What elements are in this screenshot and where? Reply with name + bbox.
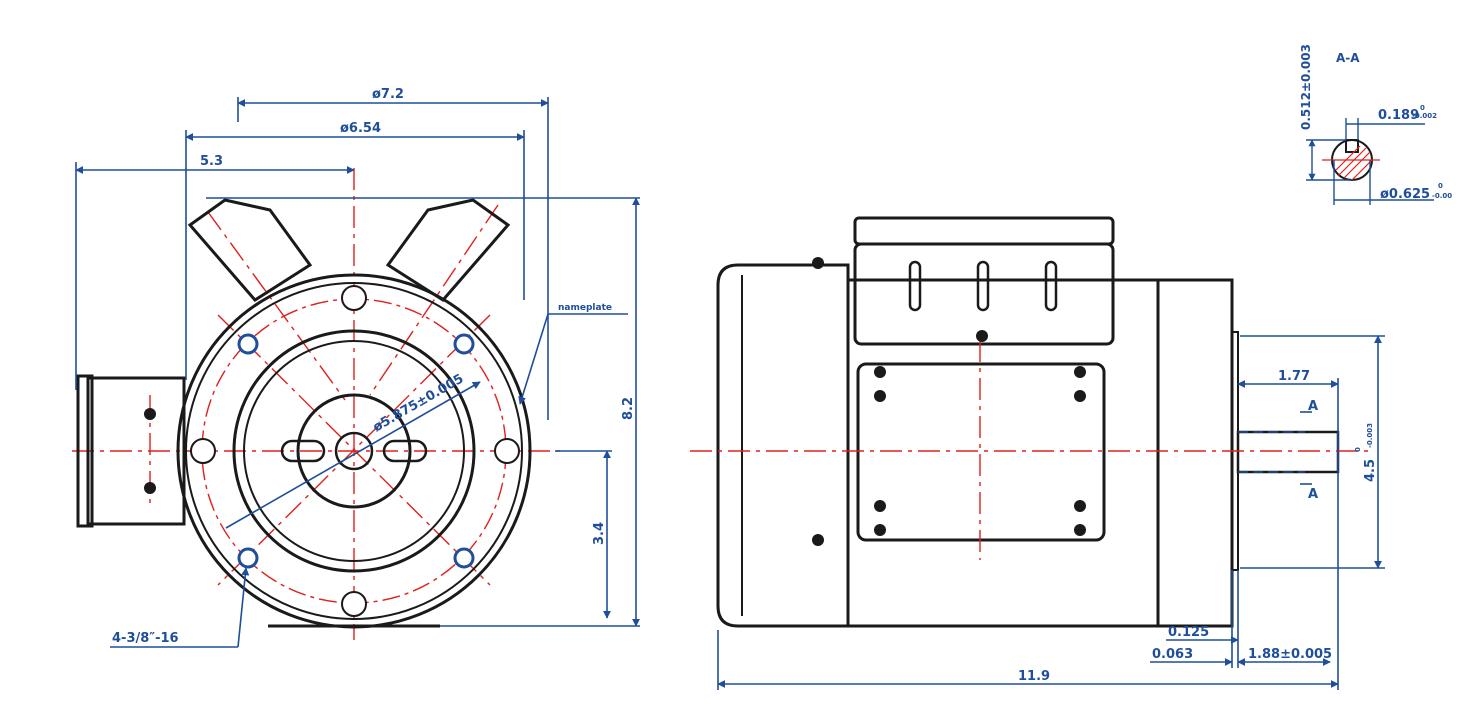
dim-flange-thk: 0.063 [1152,647,1193,662]
dim-conduit-offset: 5.3 [200,154,223,169]
front-view: ø7.2 ø6.54 5.3 8.2 3.4 ø5.875±0.005 4-3/… [72,87,640,648]
nameplate-label: nameplate [558,303,612,313]
mount-thread: 4-3/8″-16 [112,631,179,646]
section-hatch [1322,145,1380,181]
dim-key-width-tol-upper: 0 [1420,104,1425,112]
section-title: A-A [1336,51,1360,65]
dim-overall-dia: ø7.2 [372,87,404,102]
section-aa: A-A 0.512±0.003 0.189 0 -0.002 ø0.625 0 … [1299,44,1452,205]
dim-key-width-tol-lower: -0.002 [1412,112,1437,120]
dim-flange-tol-lower: -0.003 [1366,423,1374,448]
section-mark-bottom: A [1308,487,1318,502]
section-dimensions [1306,118,1434,205]
front-outline [76,198,532,629]
front-centerlines [72,168,560,640]
side-dimension-labels: 1.77 4.5 0 -0.003 0.125 0.063 1.88±0.005… [1018,369,1378,684]
dim-shoulder: 0.125 [1168,625,1209,640]
dim-flange-tol-upper: 0 [1354,447,1362,452]
dim-key-height: 0.512±0.003 [1299,44,1313,130]
dim-shaft-dia-tol-upper: 0 [1438,182,1443,190]
side-dimensions [717,335,1385,690]
dim-shaft-ext: 1.88±0.005 [1248,647,1332,662]
front-dimension-labels: ø7.2 ø6.54 5.3 8.2 3.4 ø5.875±0.005 4-3/… [112,87,636,646]
dim-flange-dia: 4.5 [1363,459,1378,482]
side-outline [716,216,1340,628]
side-centerlines [690,340,1370,560]
dim-shaft-height: 3.4 [592,522,607,545]
dim-shaft-dia-tol-lower: -0.00 [1432,192,1452,200]
front-dimensions [75,97,640,648]
dim-shaft-length: 1.77 [1278,369,1310,384]
dim-shaft-dia: ø0.625 [1380,187,1430,202]
section-mark-top: A [1308,399,1318,414]
dim-height: 8.2 [621,397,636,420]
dim-overall-length: 11.9 [1018,669,1050,684]
front-bolt-holes [144,285,520,617]
section-labels: A-A 0.512±0.003 0.189 0 -0.002 ø0.625 0 … [1299,44,1452,202]
side-view: 1.77 4.5 0 -0.003 0.125 0.063 1.88±0.005… [690,216,1385,690]
dim-bolt-circle: ø6.54 [340,121,381,136]
dim-key-width: 0.189 [1378,108,1419,123]
side-bolts [812,257,1086,546]
